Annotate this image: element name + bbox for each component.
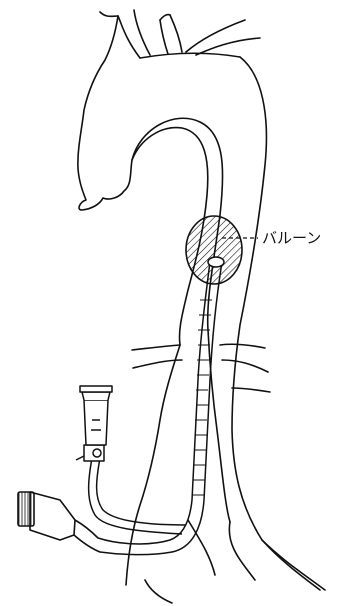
hub-cap xyxy=(18,492,34,526)
descending-aorta-right-wall xyxy=(232,57,325,590)
left-subclavian-artery xyxy=(186,20,260,55)
catheter-shaft-inner xyxy=(100,262,222,555)
catheter-shaft-outer xyxy=(98,262,210,544)
balloon-label: バルーン xyxy=(262,228,321,248)
arch-top-wall xyxy=(140,53,240,58)
left-carotid-artery xyxy=(160,15,182,54)
brachiocephalic-artery xyxy=(118,10,150,58)
catheter-tip xyxy=(208,257,224,267)
abdominal-aorta-left-wall xyxy=(126,345,180,585)
hub-connector xyxy=(30,492,75,540)
iliac-bifurcation xyxy=(145,520,320,603)
syringe-barrel xyxy=(84,400,108,445)
right-renal-artery xyxy=(220,344,268,372)
balloon xyxy=(186,216,242,284)
